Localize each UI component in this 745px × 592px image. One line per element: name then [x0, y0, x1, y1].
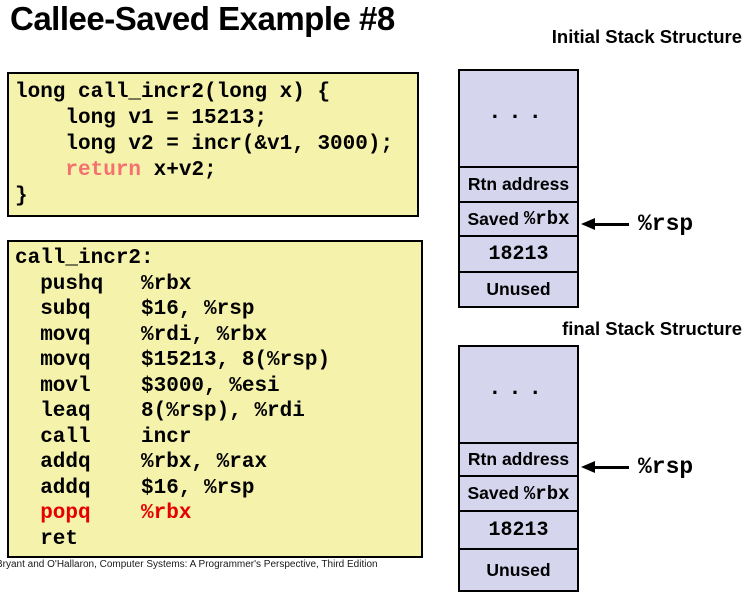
- rbx-register-label: %rbx: [523, 482, 570, 505]
- asm-code-lines: call_incr2: pushq %rbx subq $16, %rsp mo…: [15, 247, 331, 551]
- left-arrow-icon: [581, 218, 595, 230]
- stack-cell-unused: Unused: [460, 271, 577, 306]
- stack-cell-frames-above: ...: [488, 100, 549, 125]
- rsp-register-label: %rsp: [638, 454, 694, 480]
- assembly-code-box: call_incr2: pushq %rbx subq $16, %rsp mo…: [7, 240, 423, 558]
- stack-cell-saved-rbx: Saved %rbx: [460, 475, 577, 510]
- rbx-register-label: %rbx: [523, 208, 570, 230]
- saved-label: Saved: [467, 208, 524, 229]
- rsp-pointer-initial: %rsp: [581, 210, 693, 238]
- stack-cell-rtn-address: Rtn address: [460, 442, 577, 475]
- page-title: Callee-Saved Example #8: [10, 0, 395, 37]
- stack-cell-rtn-address: Rtn address: [460, 166, 577, 201]
- attribution-footer: Bryant and O'Hallaron, Computer Systems:…: [0, 559, 378, 570]
- stack-cell-value-18213: 18213: [460, 235, 577, 271]
- initial-stack-heading: Initial Stack Structure: [551, 26, 742, 47]
- stack-cell-unused: Unused: [460, 548, 577, 590]
- initial-stack-diagram: ... Rtn address Saved %rbx 18213 Unused: [458, 69, 579, 308]
- left-arrow-icon: [581, 461, 595, 473]
- saved-label: Saved: [467, 483, 524, 503]
- final-stack-diagram: ... Rtn address Saved %rbx 18213 Unused: [458, 345, 579, 592]
- final-stack-heading: final Stack Structure: [562, 318, 742, 339]
- c-source-code-box: long call_incr2(long x) { long v1 = 1521…: [7, 72, 419, 217]
- stack-cell-value-18213: 18213: [460, 510, 577, 548]
- rsp-pointer-final: %rsp: [581, 453, 693, 481]
- rsp-register-label: %rsp: [638, 211, 694, 237]
- stack-cell-frames-above: ...: [488, 376, 549, 401]
- arrow-shaft: [595, 222, 629, 226]
- stack-cell-saved-rbx: Saved %rbx: [460, 201, 577, 235]
- c-code-lines: long call_incr2(long x) { long v1 = 1521…: [15, 81, 394, 208]
- arrow-shaft: [595, 465, 629, 469]
